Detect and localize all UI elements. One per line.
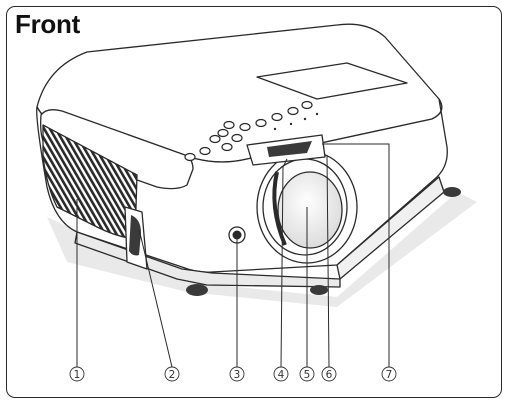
- callout-marker-1: 1: [69, 366, 85, 382]
- callout-marker-4: 4: [273, 366, 289, 382]
- projector-illustration: 1 2 3 4 5 6 7: [36, 23, 477, 382]
- svg-text:5: 5: [304, 369, 311, 381]
- callout-marker-7: 7: [381, 366, 397, 382]
- callout-marker-2: 2: [164, 366, 180, 382]
- callout-markers: 1 2 3 4 5 6 7: [69, 366, 397, 382]
- svg-text:7: 7: [386, 369, 393, 381]
- diagram-frame: Front: [6, 6, 502, 398]
- callout-marker-5: 5: [299, 366, 315, 382]
- diagram-title: Front: [15, 9, 80, 39]
- control-buttons: [184, 100, 319, 162]
- callout-lines: [76, 143, 390, 368]
- svg-text:3: 3: [234, 369, 241, 381]
- svg-text:6: 6: [326, 369, 333, 381]
- svg-text:1: 1: [74, 369, 81, 381]
- svg-text:4: 4: [278, 369, 285, 381]
- svg-text:2: 2: [169, 369, 176, 381]
- projector-body: [36, 23, 477, 307]
- callout-marker-6: 6: [321, 366, 337, 382]
- callout-marker-3: 3: [229, 366, 245, 382]
